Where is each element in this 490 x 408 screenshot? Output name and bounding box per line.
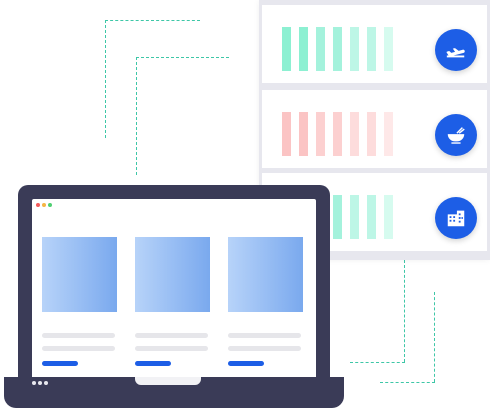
airplane-icon — [446, 48, 465, 58]
food-card[interactable] — [262, 90, 487, 168]
product-link[interactable] — [228, 361, 264, 366]
browser-window — [32, 199, 316, 381]
dashed-connector — [434, 292, 435, 382]
dashed-connector — [105, 20, 200, 21]
dashed-connector — [380, 382, 435, 383]
product-image[interactable] — [135, 237, 210, 312]
dashed-connector — [136, 57, 229, 58]
browser-close-dot[interactable] — [36, 203, 40, 207]
food-badge[interactable] — [435, 114, 477, 156]
product-text-line — [42, 333, 115, 338]
product-text-line — [135, 346, 208, 351]
indicator-dot — [38, 381, 42, 385]
indicator-dot — [32, 381, 36, 385]
product-text-line — [42, 346, 115, 351]
indicator-dot — [44, 381, 48, 385]
dashed-connector — [105, 20, 106, 138]
product-text-line — [228, 346, 301, 351]
product-text-line — [228, 333, 301, 338]
flight-badge[interactable] — [435, 29, 477, 71]
service-card-stack — [259, 0, 490, 260]
dashed-connector — [136, 57, 137, 175]
dashed-connector — [350, 362, 405, 363]
laptop-notch — [135, 377, 201, 385]
hotel-badge[interactable] — [435, 197, 477, 239]
product-image[interactable] — [42, 237, 117, 312]
building-icon — [447, 210, 465, 227]
product-text-line — [135, 333, 208, 338]
browser-minimize-dot[interactable] — [42, 203, 46, 207]
laptop-base — [4, 377, 344, 408]
laptop — [18, 185, 330, 383]
flight-card[interactable] — [262, 5, 487, 83]
product-link[interactable] — [135, 361, 171, 366]
product-image[interactable] — [228, 237, 303, 312]
product-link[interactable] — [42, 361, 78, 366]
food-bowl-icon — [447, 127, 465, 144]
browser-maximize-dot[interactable] — [48, 203, 52, 207]
dashed-connector — [404, 260, 405, 362]
